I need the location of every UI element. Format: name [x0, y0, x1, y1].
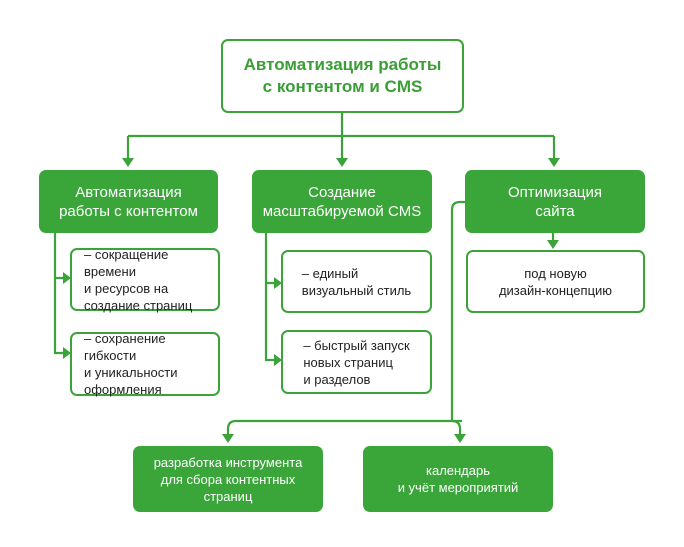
connector-col2-bracket: [264, 233, 275, 362]
col1-item-text: – сохранение гибкости и уникальности офо…: [84, 331, 178, 397]
title-text: Автоматизация работы с контентом и CMS: [243, 55, 442, 96]
column-label: Оптимизация сайта: [507, 183, 603, 220]
arrowhead-col2: [336, 158, 348, 167]
arrowhead-col2-item1: [274, 277, 282, 289]
col1-item-box: – сокращение времени и ресурсов на созда…: [70, 246, 220, 313]
column-label: Создание масштабируемой CMS: [262, 183, 422, 220]
col2-item-text: – единый визуальный стиль: [301, 265, 412, 298]
bottom-box-content-tool: разработка инструмента для сбора контент…: [133, 446, 323, 512]
arrowhead-col2-item2: [274, 354, 282, 366]
arrowhead-bottom1: [222, 434, 234, 443]
column-box-scalable-cms: Создание масштабируемой CMS: [252, 170, 432, 233]
bottom-text: календарь и учёт мероприятий: [397, 463, 519, 495]
arrowhead-col3: [548, 158, 560, 167]
col2-item-box: – быстрый запуск новых страниц и раздело…: [281, 330, 432, 394]
arrowhead-col1-item2: [63, 347, 71, 359]
col3-item-box: под новую дизайн-концепцию: [466, 250, 645, 313]
column-box-site-optimization: Оптимизация сайта: [465, 170, 645, 233]
col1-item-text: – сокращение времени и ресурсов на созда…: [84, 246, 193, 313]
title-box: Автоматизация работы с контентом и CMS: [221, 39, 464, 113]
connector-to-bottom1: [226, 419, 237, 436]
arrowhead-col3-item: [547, 240, 559, 249]
connector-to-bottom2: [451, 419, 462, 436]
connector-col1-bracket: [53, 233, 64, 355]
column-box-content-automation: Автоматизация работы с контентом: [39, 170, 218, 233]
arrowhead-bottom2: [454, 434, 466, 443]
column-label: Автоматизация работы с контентом: [59, 183, 198, 220]
col3-item-text: под новую дизайн-концепцию: [498, 265, 613, 298]
connector-col3-down: [450, 200, 466, 421]
arrowhead-col1-item1: [63, 272, 71, 284]
bottom-text: разработка инструмента для сбора контент…: [153, 454, 303, 504]
bottom-box-calendar: календарь и учёт мероприятий: [363, 446, 553, 512]
col2-item-box: – единый визуальный стиль: [281, 250, 432, 313]
col1-item-box: – сохранение гибкости и уникальности офо…: [70, 331, 220, 397]
col2-item-text: – быстрый запуск новых страниц и раздело…: [303, 337, 410, 387]
arrowhead-col1: [122, 158, 134, 167]
